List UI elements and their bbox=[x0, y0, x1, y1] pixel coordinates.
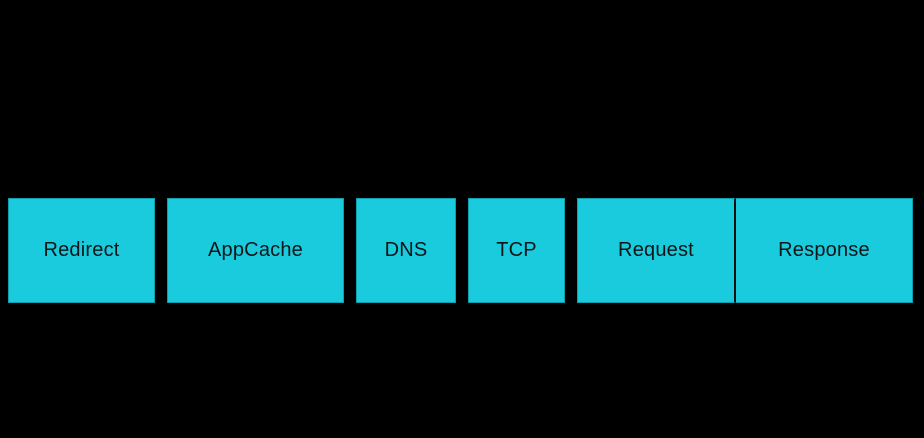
phase-label-redirect: Redirect bbox=[43, 239, 120, 261]
phase-box-redirect: Redirect bbox=[8, 198, 155, 303]
phase-box-tcp: TCP bbox=[468, 198, 565, 303]
phase-gap bbox=[344, 198, 356, 303]
phase-label-tcp: TCP bbox=[496, 239, 537, 261]
phase-label-response: Response bbox=[778, 239, 870, 261]
phase-box-dns: DNS bbox=[356, 198, 456, 303]
timing-phases-row: Redirect AppCache DNS TCP Request Respon… bbox=[8, 198, 913, 303]
phase-gap bbox=[456, 198, 468, 303]
phase-box-request: Request bbox=[577, 198, 736, 303]
phase-gap bbox=[155, 198, 167, 303]
phase-box-appcache: AppCache bbox=[167, 198, 344, 303]
phase-label-request: Request bbox=[618, 239, 694, 261]
request-response-group: Request Response bbox=[577, 198, 913, 303]
phase-label-appcache: AppCache bbox=[208, 239, 303, 261]
phase-gap bbox=[565, 198, 577, 303]
phase-label-dns: DNS bbox=[384, 239, 428, 261]
phase-box-response: Response bbox=[736, 198, 913, 303]
